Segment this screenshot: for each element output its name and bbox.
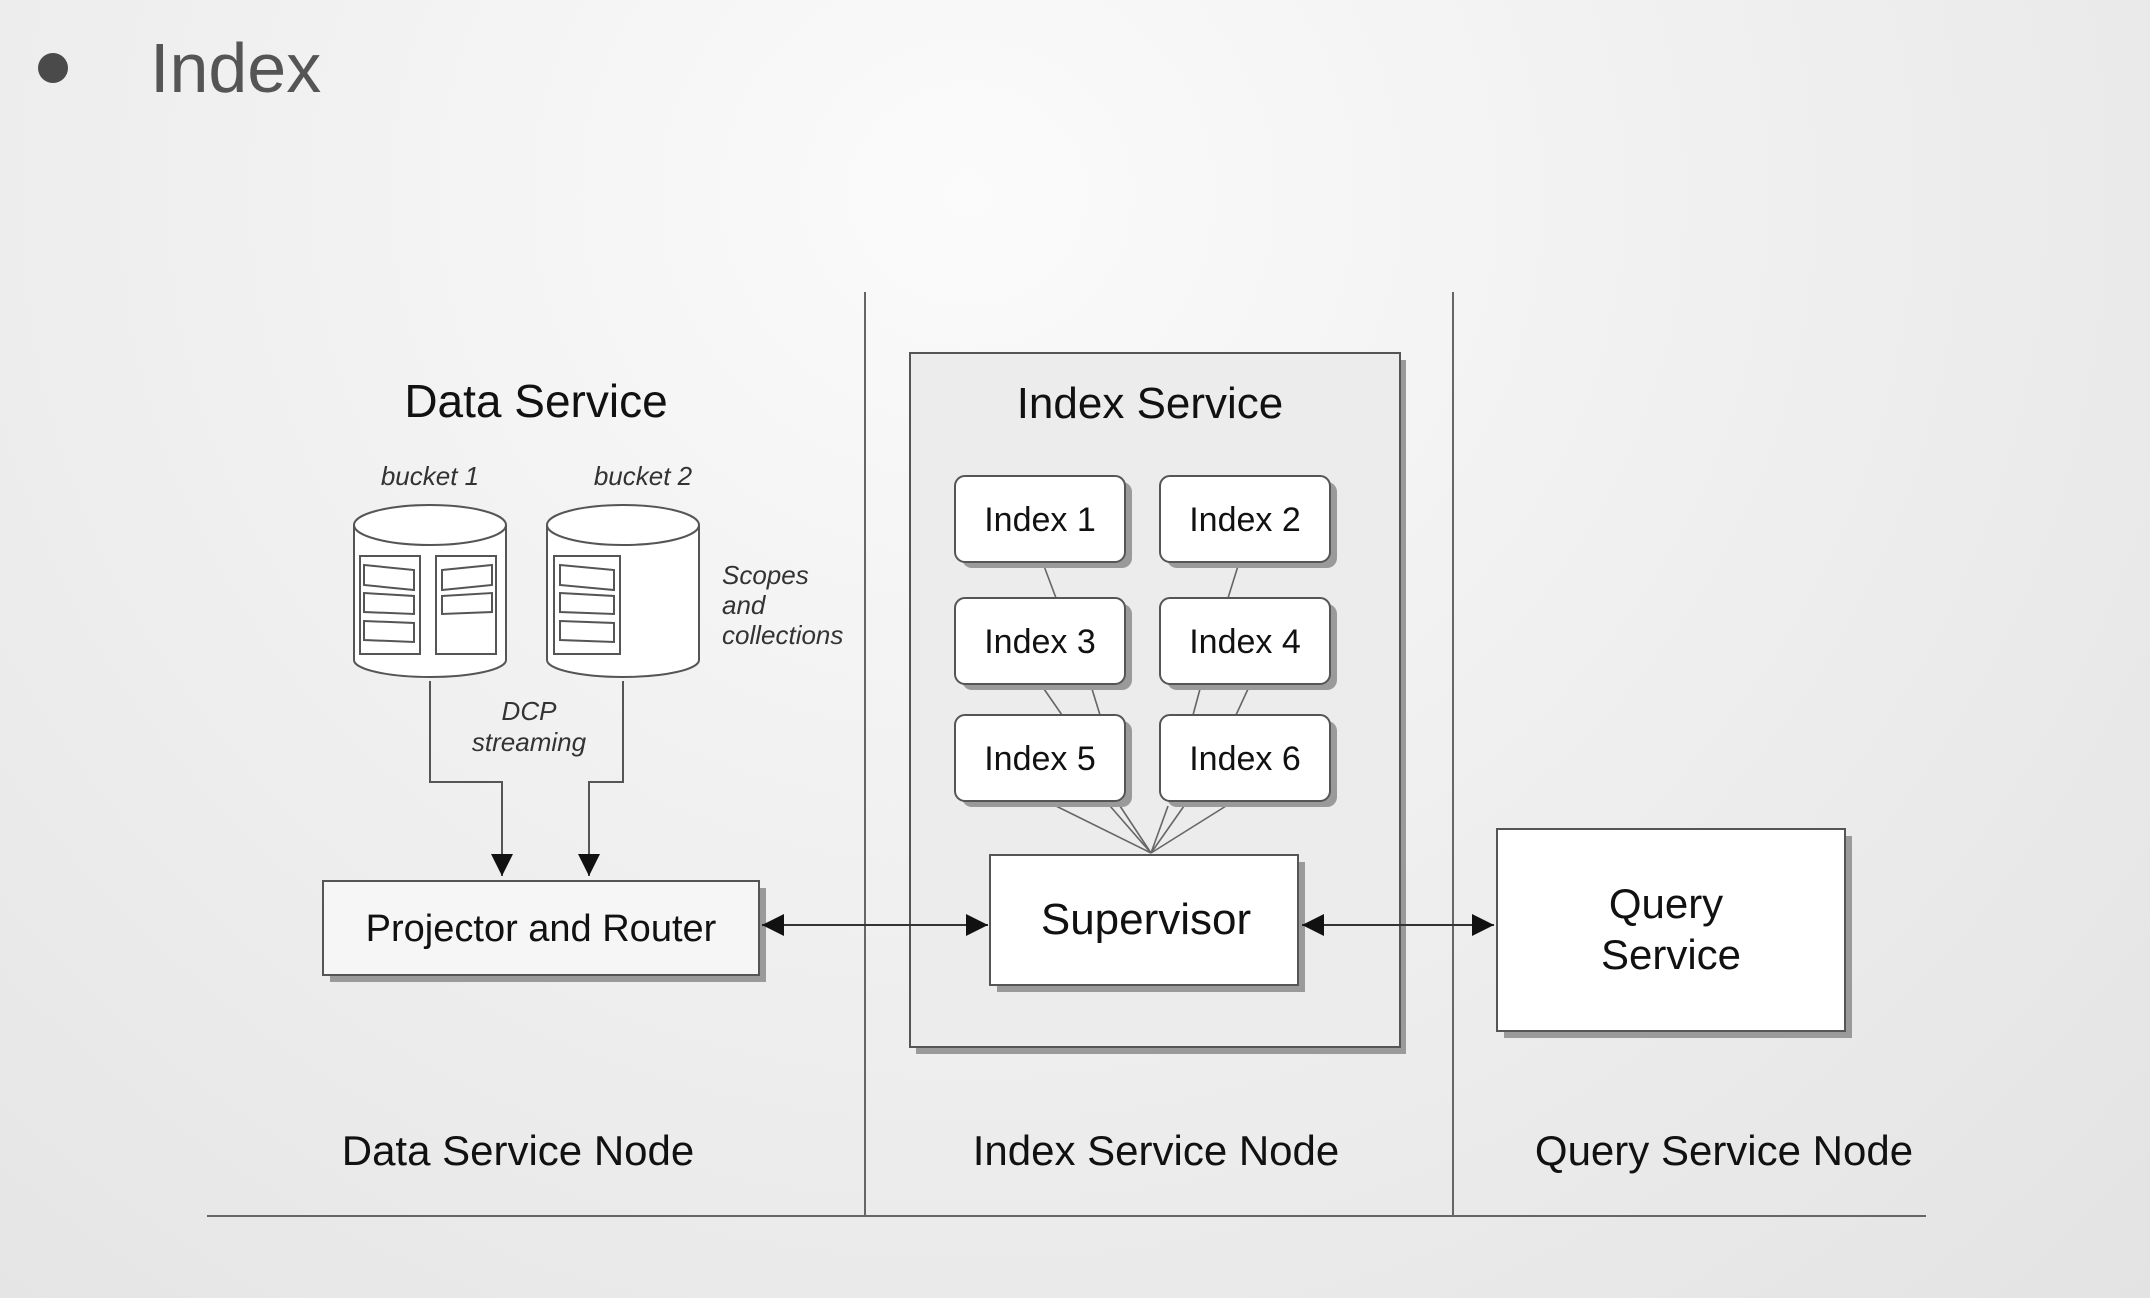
stream-note-line: streaming [472, 727, 587, 757]
index-box: Index 5 [954, 714, 1132, 807]
dcp-streaming-note: DCP streaming [472, 696, 587, 757]
stream-connector [429, 681, 513, 876]
query-service-label: Query [1609, 880, 1723, 927]
index-box-label: Index 3 [984, 623, 1096, 661]
bucket-1-icon [353, 504, 507, 678]
supervisor-box: Supervisor [989, 854, 1305, 992]
query-service-box: Query Service [1496, 828, 1852, 1038]
index-connector-lines [1043, 565, 1249, 854]
bucket-1-label: bucket 1 [381, 461, 479, 491]
index-box-label: Index 6 [1189, 740, 1301, 778]
slide-title-row: Index [38, 28, 321, 108]
scopes-note-line: Scopes [722, 560, 809, 590]
index-box: Index 1 [954, 475, 1132, 568]
index-box-label: Index 5 [984, 740, 1096, 778]
index-box: Index 3 [954, 597, 1132, 690]
query-service-label: Service [1601, 931, 1741, 978]
index-service-heading: Index Service [1017, 379, 1284, 428]
index-box: Index 4 [1159, 597, 1337, 690]
bucket-2-label: bucket 2 [594, 461, 693, 491]
bucket-2-icon [546, 504, 700, 678]
index-box-label: Index 1 [984, 501, 1096, 539]
scopes-note: Scopes and collections [722, 560, 843, 650]
index-node-footer: Index Service Node [973, 1127, 1340, 1174]
index-box: Index 6 [1159, 714, 1337, 807]
bullet-icon [38, 53, 68, 83]
supervisor-label: Supervisor [1041, 895, 1251, 944]
index-box-label: Index 2 [1189, 501, 1301, 539]
data-service-heading: Data Service [404, 375, 667, 427]
projector-router-box: Projector and Router [322, 880, 766, 982]
data-node-footer: Data Service Node [342, 1127, 695, 1174]
index-box: Index 2 [1159, 475, 1337, 568]
scopes-note-line: and [722, 590, 767, 620]
slide-title: Index [150, 29, 322, 107]
projector-router-label: Projector and Router [366, 908, 717, 950]
stream-note-line: DCP [502, 696, 558, 726]
stream-connector [578, 681, 624, 876]
scopes-note-line: collections [722, 620, 843, 650]
query-node-footer: Query Service Node [1535, 1127, 1913, 1174]
index-box-label: Index 4 [1189, 623, 1301, 661]
